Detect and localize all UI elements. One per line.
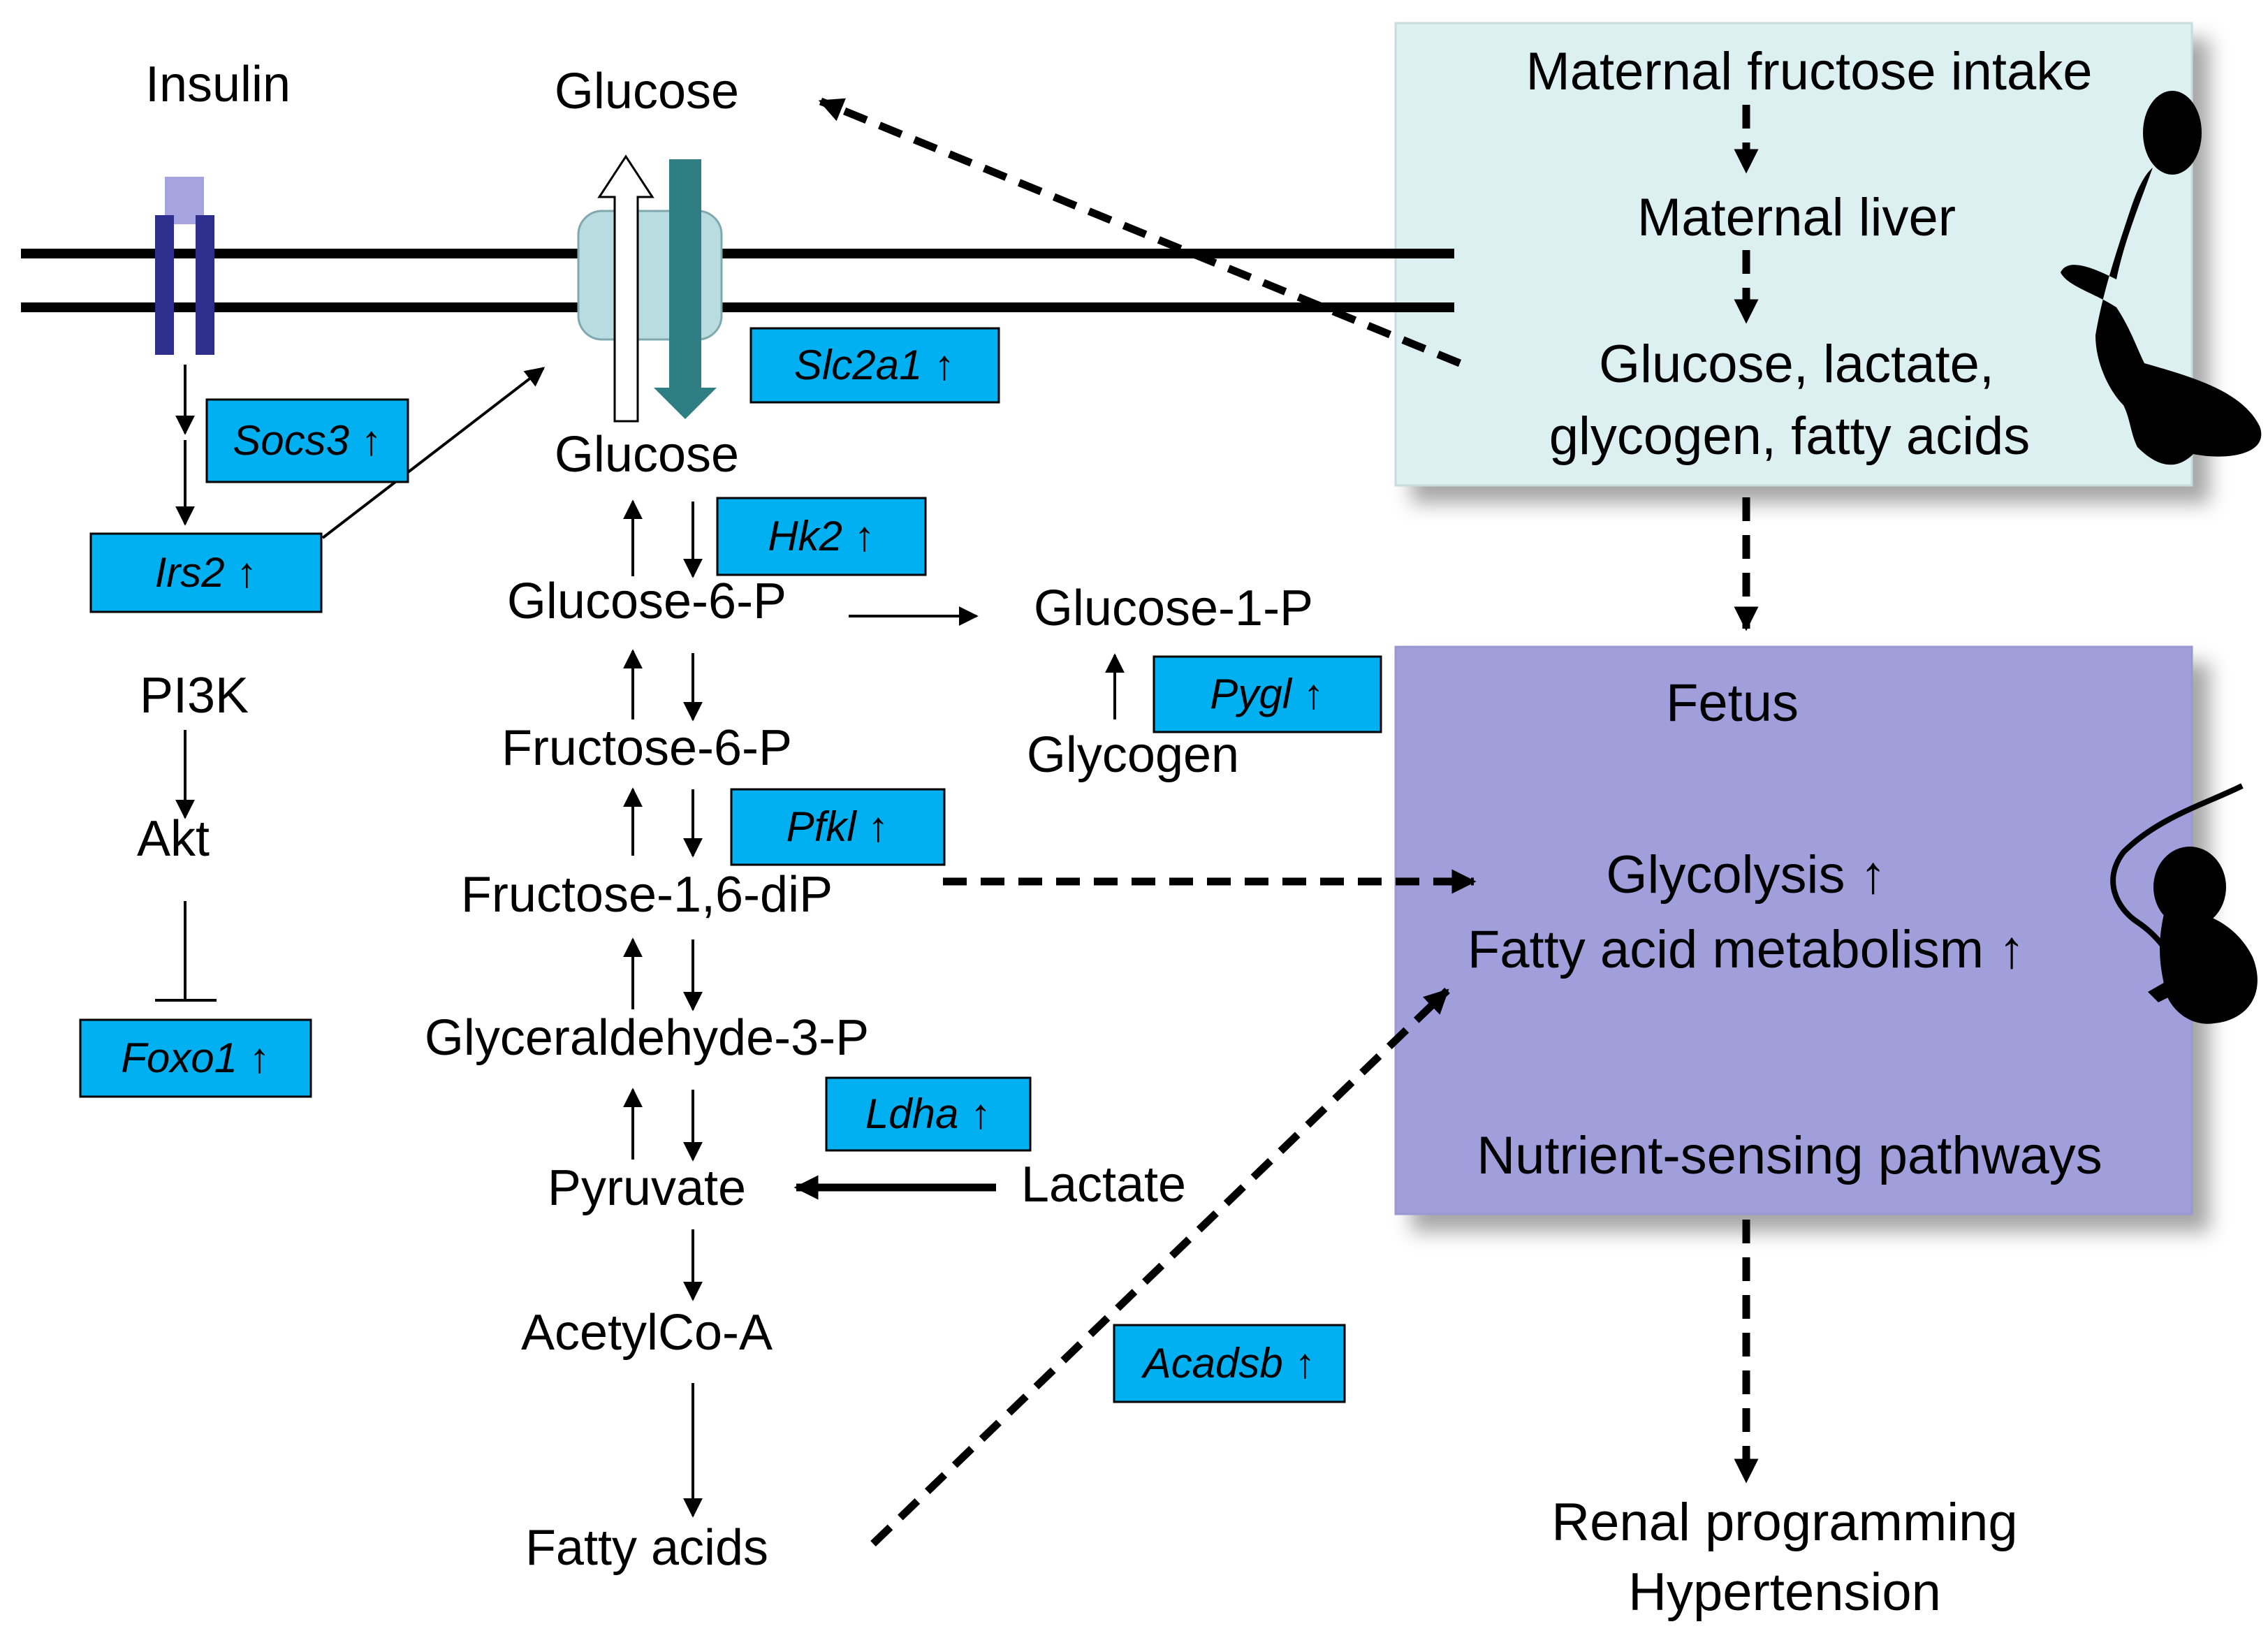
label-fructose-16dip: Fructose-1,6-diP xyxy=(461,867,833,923)
label-pyruvate: Pyruvate xyxy=(548,1160,746,1216)
fetus-nutrient-sensing: Nutrient-sensing pathways xyxy=(1477,1126,2102,1185)
label-glyceraldehyde-3p: Glyceraldehyde-3-P xyxy=(425,1010,869,1066)
fetus-fatty-acid-metabolism: Fatty acid metabolism ↑ xyxy=(1468,920,2025,979)
label-acetylcoa: AcetylCo-A xyxy=(521,1305,773,1361)
gene-label-foxo1: Foxo1 ↑ xyxy=(121,1034,270,1081)
gene-box-foxo1: Foxo1 ↑ xyxy=(79,1018,312,1098)
label-glucose-inside: Glucose xyxy=(555,427,739,483)
gene-box-pygl: Pygl ↑ xyxy=(1153,655,1382,733)
gene-label-irs2: Irs2 ↑ xyxy=(155,549,258,596)
gene-label-ldha: Ldha ↑ xyxy=(865,1090,991,1137)
outcome-renal-programming: Renal programming xyxy=(1551,1493,2017,1552)
gene-box-slc2a1: Slc2a1 ↑ xyxy=(749,327,1000,404)
label-glucose-1p: Glucose-1-P xyxy=(1034,580,1313,636)
gene-box-socs3: Socs3 ↑ xyxy=(205,398,409,483)
label-akt: Akt xyxy=(137,811,210,867)
dashed-arrow-maternal-to-glucose xyxy=(818,97,1462,367)
maternal-line-4: glycogen, fatty acids xyxy=(1549,407,2031,466)
gene-box-acadsb: Acadsb ↑ xyxy=(1113,1324,1346,1403)
outcome-hypertension: Hypertension xyxy=(1628,1563,1941,1622)
arrow-irs2-to-transporter xyxy=(321,367,546,539)
fetus-box xyxy=(1394,645,2193,1215)
label-fatty-acids: Fatty acids xyxy=(525,1520,768,1576)
pregnant-woman-silhouette-icon xyxy=(2061,91,2262,465)
label-lactate: Lactate xyxy=(1021,1157,1186,1213)
label-glycogen: Glycogen xyxy=(1027,727,1239,783)
gene-label-socs3: Socs3 ↑ xyxy=(233,417,381,464)
gene-box-ldha: Ldha ↑ xyxy=(825,1076,1032,1152)
gene-box-irs2: Irs2 ↑ xyxy=(89,532,323,613)
gene-label-pfkl: Pfkl ↑ xyxy=(787,803,889,850)
insulin-receptor-icon xyxy=(155,177,214,355)
gene-label-slc2a1: Slc2a1 ↑ xyxy=(794,342,955,388)
fetus-title: Fetus xyxy=(1666,673,1799,733)
gene-box-pfkl: Pfkl ↑ xyxy=(730,788,946,866)
gene-box-hk2: Hk2 ↑ xyxy=(716,497,927,576)
gene-label-hk2: Hk2 ↑ xyxy=(768,513,875,560)
label-pi3k: PI3K xyxy=(140,668,249,724)
fetus-silhouette-icon xyxy=(2110,783,2258,1024)
maternal-line-3: Glucose, lactate, xyxy=(1599,335,1994,394)
gene-label-acadsb: Acadsb ↑ xyxy=(1141,1340,1316,1387)
glucose-transporter-icon xyxy=(577,154,723,423)
gene-label-pygl: Pygl ↑ xyxy=(1210,671,1324,717)
maternal-line-1: Maternal fructose intake xyxy=(1526,42,2092,101)
label-glucose-outside: Glucose xyxy=(555,64,739,119)
maternal-line-2: Maternal liver xyxy=(1637,188,1956,247)
dashed-arrow-fatty-acids-to-metabolism xyxy=(870,988,1450,1546)
fetus-glycolysis: Glycolysis ↑ xyxy=(1606,845,1886,905)
label-insulin: Insulin xyxy=(145,57,291,112)
maternal-box xyxy=(1394,22,2193,487)
label-glucose-6p: Glucose-6-P xyxy=(507,573,787,629)
label-fructose-6p: Fructose-6-P xyxy=(502,720,792,776)
